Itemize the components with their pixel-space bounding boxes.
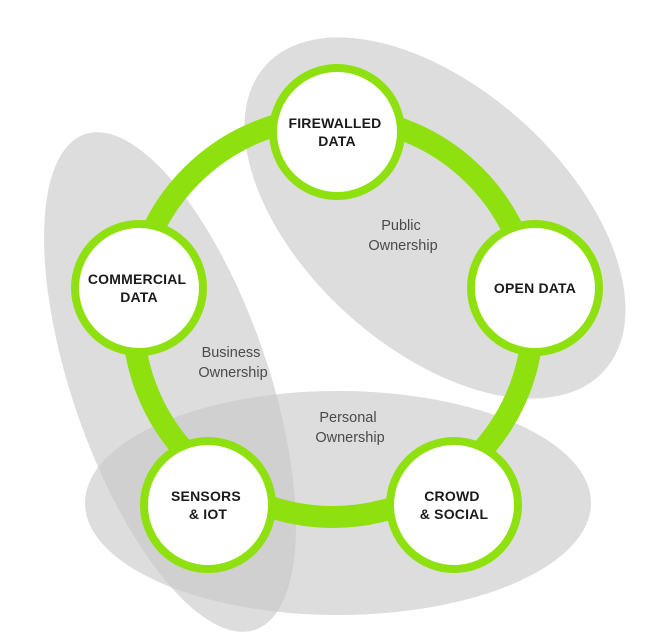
business-ownership-label: Business Ownership: [198, 345, 267, 381]
node-open-line1: OPEN DATA: [494, 280, 576, 296]
node-commercial-line1: COMMERCIAL: [88, 271, 187, 287]
node-crowd-social: CROWD & SOCIAL: [386, 437, 522, 573]
node-sensors-line1: SENSORS: [171, 488, 241, 504]
node-sensors-label: SENSORS & IOT: [171, 488, 245, 522]
node-crowd-line2: & SOCIAL: [420, 506, 489, 522]
public-ownership-label: Public Ownership: [368, 218, 437, 254]
node-open-label: OPEN DATA: [494, 280, 576, 296]
node-open-data: OPEN DATA: [467, 220, 603, 356]
public-label-line1: Public: [381, 218, 421, 234]
node-open-circle: [467, 220, 603, 356]
region-labels: Public Ownership Business Ownership Pers…: [198, 218, 437, 446]
node-commercial-circle: [71, 220, 207, 356]
business-label-line2: Ownership: [198, 365, 267, 381]
personal-ownership-label: Personal Ownership: [315, 410, 384, 446]
node-crowd-label: CROWD & SOCIAL: [420, 488, 489, 522]
node-sensors-line2: & IOT: [189, 506, 228, 522]
node-sensors-iot: SENSORS & IOT: [140, 437, 276, 573]
node-crowd-circle: [386, 437, 522, 573]
node-firewalled-circle: [269, 64, 405, 200]
node-commercial-line2: DATA: [120, 289, 158, 305]
node-firewalled-data: FIREWALLED DATA: [269, 64, 405, 200]
node-crowd-line1: CROWD: [424, 488, 479, 504]
node-firewalled-label: FIREWALLED DATA: [288, 115, 385, 149]
personal-label-line2: Ownership: [315, 430, 384, 446]
public-label-line2: Ownership: [368, 238, 437, 254]
node-firewalled-line1: FIREWALLED: [288, 115, 381, 131]
node-commercial-data: COMMERCIAL DATA: [71, 220, 207, 356]
node-sensors-circle: [140, 437, 276, 573]
business-label-line1: Business: [202, 345, 261, 361]
node-firewalled-line2: DATA: [318, 133, 356, 149]
node-commercial-label: COMMERCIAL DATA: [88, 271, 190, 305]
personal-label-line1: Personal: [319, 410, 376, 426]
